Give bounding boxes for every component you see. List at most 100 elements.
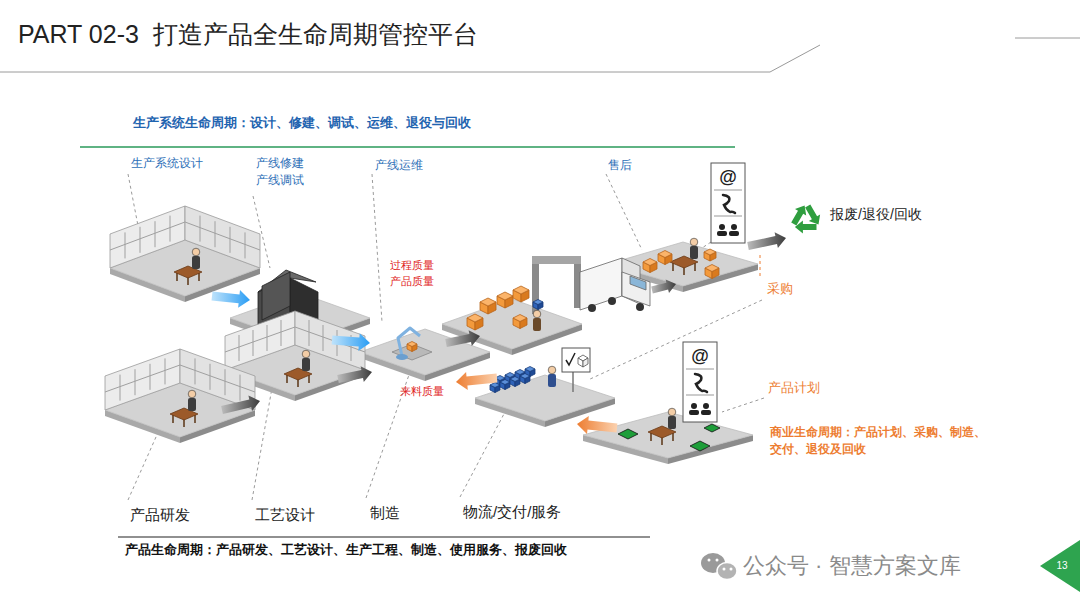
- person-head: [690, 238, 698, 246]
- person-head: [668, 408, 676, 416]
- desk-leg: [172, 415, 174, 423]
- desk-leg: [176, 273, 178, 281]
- window-rail: [110, 222, 260, 250]
- sign-post: [572, 372, 574, 392]
- truck-window: [630, 276, 646, 290]
- flow-arrow: [332, 333, 370, 351]
- wechat-eye: [723, 568, 726, 571]
- box-face: [533, 300, 543, 305]
- window-bar: [225, 369, 226, 395]
- wechat-bubble: [717, 563, 737, 580]
- lifecycle-heading: 商业生命周期：产品计划、采购、制造、交付、退役及回收: [770, 424, 994, 458]
- window-bar: [170, 216, 171, 242]
- stage-label: 产线运维: [375, 157, 423, 173]
- window-bar: [140, 227, 141, 253]
- contact-panel: [711, 163, 745, 243]
- leader-line: [722, 398, 764, 412]
- box-face: [513, 315, 527, 322]
- truck-wheel: [608, 297, 616, 305]
- window-bar: [309, 320, 310, 346]
- box-face: [513, 286, 529, 294]
- platform-top: [360, 329, 490, 375]
- leader-line: [760, 255, 761, 276]
- stage-label: 物流/交付/服务: [463, 502, 561, 522]
- panel-divider: [686, 395, 714, 396]
- stage-label: 制造: [370, 503, 400, 523]
- people-body: [701, 410, 711, 415]
- quality-label: 过程质量 产品质量: [390, 257, 440, 289]
- box-face: [515, 370, 525, 375]
- box-icon: [583, 358, 588, 367]
- panel-divider: [714, 190, 742, 191]
- header-rule: [1015, 38, 1080, 39]
- person-body: [533, 318, 541, 331]
- box-face: [497, 292, 513, 300]
- leader-line: [460, 412, 505, 497]
- room-wall: [225, 311, 295, 370]
- box-face: [510, 377, 520, 382]
- window-bar: [267, 325, 268, 351]
- truck-wheel: [588, 304, 596, 312]
- flow-arrow: [212, 290, 251, 308]
- flow-arrow: [747, 232, 786, 250]
- watermark: 公众号 · 智慧方案文库: [743, 551, 961, 580]
- person-head: [192, 248, 200, 256]
- platform-top: [583, 412, 753, 458]
- scene: [105, 163, 1080, 592]
- stage-label: 生产系统设计: [131, 155, 203, 171]
- person-body: [690, 246, 698, 259]
- wechat-eye: [708, 559, 711, 562]
- desk-leg: [650, 433, 652, 441]
- flow-arrow: [221, 396, 260, 414]
- people-head: [703, 403, 709, 409]
- room-wall: [185, 206, 260, 268]
- green-item: [704, 424, 720, 432]
- window-bar: [230, 227, 231, 253]
- gate-beam: [532, 256, 581, 264]
- stage-label: 产线修建 产线调试: [256, 155, 310, 189]
- box-face: [407, 342, 417, 347]
- window-bar: [323, 325, 324, 351]
- box-face: [643, 259, 657, 266]
- phone-icon: [695, 374, 707, 392]
- leader-line: [606, 174, 642, 250]
- robot-arm: [398, 328, 420, 356]
- window-bar: [240, 375, 241, 401]
- platform-top: [442, 299, 582, 349]
- flow-arrow: [337, 366, 372, 383]
- box-face: [467, 314, 483, 322]
- person-body: [548, 374, 556, 387]
- desk-leg: [198, 273, 200, 281]
- flow-arrow: [577, 416, 617, 434]
- phone-icon: [723, 195, 735, 213]
- wechat-eye: [716, 559, 719, 562]
- flow-arrow: [651, 279, 676, 293]
- person-head: [302, 350, 310, 358]
- panel-divider: [714, 216, 742, 217]
- people-head: [691, 403, 697, 409]
- window-bar: [281, 320, 282, 346]
- person-head: [548, 366, 556, 374]
- window-bar: [239, 335, 240, 361]
- flow-arrow: [456, 372, 497, 390]
- email-icon: @: [711, 166, 745, 189]
- box-face: [704, 249, 716, 255]
- truck-cab: [622, 272, 650, 306]
- leader-line: [588, 300, 762, 380]
- wechat-eye: [730, 568, 733, 571]
- lifecycle-heading: 生产系统生命周期：设计、修建、调试、运维、退役与回收: [133, 114, 471, 131]
- window-bar: [253, 330, 254, 356]
- desk-leg: [672, 263, 674, 271]
- truck-body: [580, 258, 622, 310]
- room-wall: [105, 349, 180, 410]
- box-face: [658, 251, 672, 258]
- window-bar: [120, 375, 121, 401]
- desk-leg: [286, 375, 288, 383]
- room-wall: [110, 206, 185, 268]
- window-bar: [200, 216, 201, 242]
- window-bar: [210, 364, 211, 390]
- window-bar: [195, 358, 196, 384]
- desk-leg: [694, 263, 696, 271]
- people-body: [689, 410, 699, 415]
- green-item: [618, 429, 638, 439]
